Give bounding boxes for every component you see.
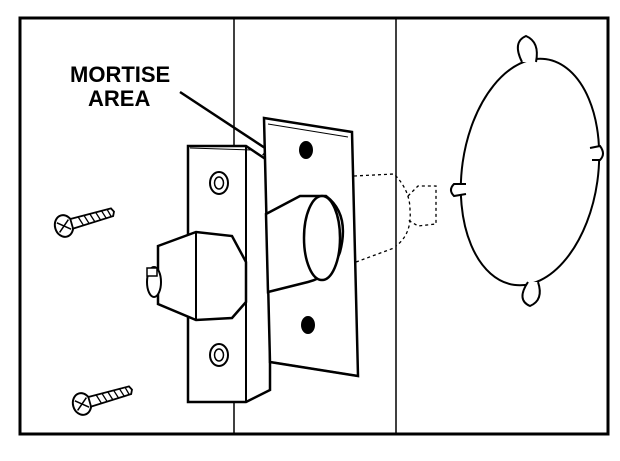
callout-line-1: MORTISE [70, 62, 170, 87]
screw-lower [71, 385, 133, 416]
mortise-hole-top [299, 141, 313, 159]
screw-upper [53, 207, 115, 238]
bore-rosette [450, 34, 604, 308]
latch-bolt [146, 230, 248, 322]
callout-line-2: AREA [88, 86, 150, 111]
mortise-hole-bottom [301, 316, 315, 334]
latch-cylinder [264, 194, 345, 294]
latch-tail-hidden [353, 173, 437, 263]
